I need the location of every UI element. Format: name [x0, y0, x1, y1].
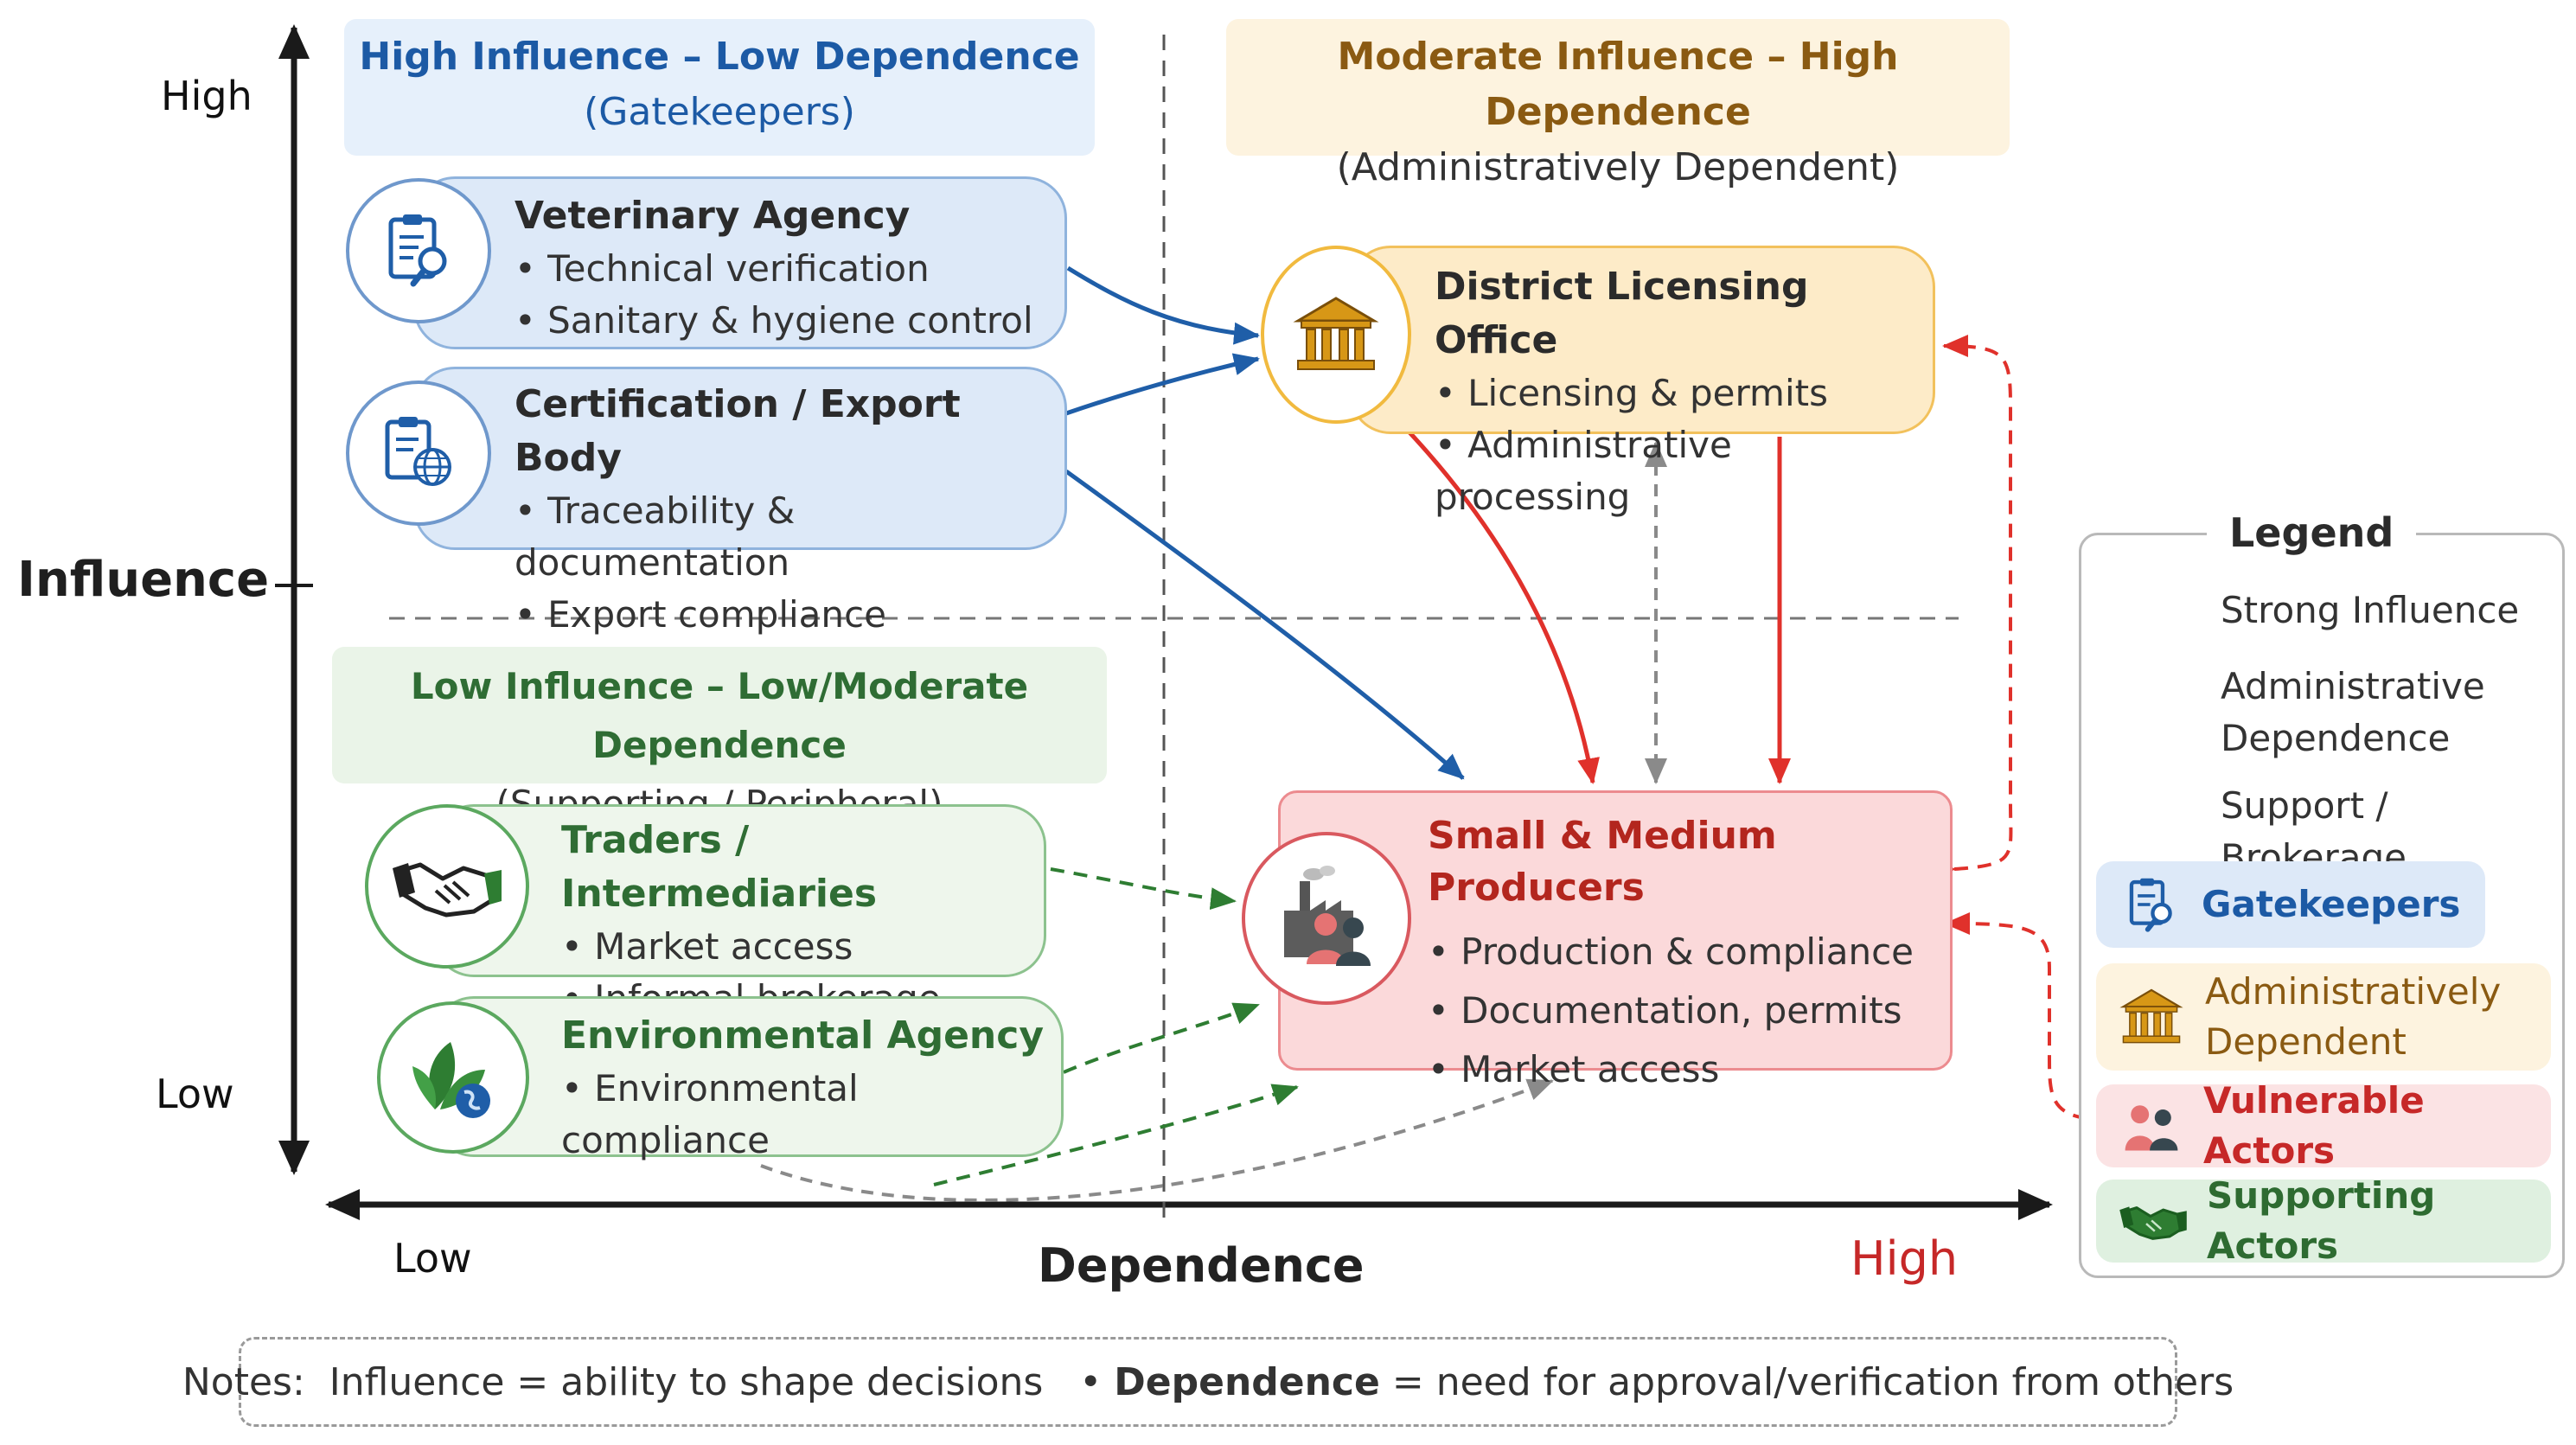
quadrant-subtitle: (Gatekeepers)	[584, 90, 855, 134]
actor-item: Traceability & documentation	[515, 485, 1064, 589]
notes-prefix: Notes: Influence = ability to shape deci…	[182, 1359, 1115, 1404]
quadrant-subtitle: (Administratively Dependent)	[1336, 145, 1900, 189]
actor-card-veterinary: Veterinary Agency Technical verification…	[413, 176, 1067, 349]
actor-title: Veterinary Agency	[515, 194, 911, 238]
legend-admin-dependent-label-1: Administratively	[2205, 970, 2502, 1013]
x-axis-high-label: High	[1851, 1231, 1959, 1286]
clipboard-magnifier-icon	[2120, 873, 2183, 936]
x-axis-low-label: Low	[393, 1235, 472, 1282]
quadrant-header-support: Low Influence – Low/Moderate Dependence …	[332, 647, 1107, 825]
actor-item: Export compliance	[515, 589, 1064, 641]
legend-supporting: Supporting Actors	[2096, 1174, 2551, 1267]
leaves-globe-icon	[377, 1001, 529, 1154]
legend-admin-label-2: Dependence	[2221, 717, 2451, 759]
x-axis-title: Dependence	[1038, 1238, 1365, 1293]
legend-supporting-label: Supporting Actors	[2207, 1174, 2436, 1267]
actor-title: Certification / Export Body	[515, 382, 961, 480]
actor-item: Documentation, permits	[1428, 981, 1950, 1040]
quadrant-header-gatekeepers: High Influence – Low Dependence (Gatekee…	[344, 19, 1095, 156]
factory-people-icon	[1242, 832, 1411, 1005]
arrow-veterinary-to-licensing	[1066, 265, 1260, 345]
arrow-producers-licensing-loop	[1929, 335, 2013, 882]
arrow-environmental-to-producers-grey	[760, 1078, 1554, 1202]
legend-admin-label-1: Administrative	[2221, 665, 2485, 707]
actor-title: Environmental Agency	[561, 1013, 1045, 1058]
notes-bold: Dependence	[1114, 1359, 1380, 1404]
actor-item: Production & compliance	[1428, 923, 1950, 981]
actor-card-licensing: District Licensing Office Licensing & pe…	[1349, 246, 1935, 518]
quadrant-title: Low Influence – Low/Moderate Dependence	[410, 665, 1029, 766]
notes-suffix: = need for approval/verification from ot…	[1379, 1359, 2234, 1404]
arrow-certification-to-producers	[1064, 469, 1465, 780]
arrow-environmental-to-producers	[1063, 1002, 1260, 1074]
government-building-icon	[1261, 246, 1411, 424]
actor-item: Licensing & permits	[1435, 368, 1933, 419]
actor-item: Administrative processing	[1435, 419, 1933, 523]
handshake-icon	[365, 804, 529, 969]
quadrant-title: High Influence – Low Dependence	[359, 35, 1080, 79]
actor-title: Small & Medium Producers	[1428, 814, 1777, 910]
actor-card-certification: Certification / Export Body Traceability…	[413, 367, 1067, 636]
arrow-traders-to-producers	[1050, 867, 1237, 911]
actor-title: District Licensing Office	[1435, 265, 1809, 362]
legend-vulnerable-label: Vulnerable Actors	[2203, 1079, 2425, 1172]
legend-support-label: Support / Brokerage	[2221, 784, 2407, 879]
quadrant-title: Moderate Influence – High Dependence	[1337, 35, 1899, 134]
actor-item: Market access	[1428, 1040, 1950, 1099]
legend-admin-dependent: Administratively Dependent	[2096, 963, 2551, 1071]
government-building-icon	[2117, 985, 2186, 1049]
clipboard-globe-icon	[346, 380, 491, 526]
actor-item: Sanitary & hygiene control	[515, 295, 1064, 347]
legend-gatekeepers: Gatekeepers	[2096, 861, 2485, 948]
legend-title: Legend	[2207, 507, 2417, 559]
actor-item: Market access	[561, 921, 1044, 973]
handshake-icon	[2119, 1197, 2188, 1245]
legend-admin-dependent-label-2: Dependent	[2205, 1020, 2407, 1063]
legend-vulnerable: Vulnerable Actors	[2096, 1079, 2551, 1172]
y-axis-low-label: Low	[156, 1071, 234, 1117]
y-axis-title: Influence	[17, 552, 270, 608]
legend-gatekeepers-label: Gatekeepers	[2202, 883, 2461, 925]
actor-item: Technical verification	[515, 243, 1064, 295]
y-axis-high-label: High	[161, 73, 252, 119]
actor-card-traders: Traders / Intermediaries Market access I…	[432, 804, 1046, 1020]
quadrant-header-admin: Moderate Influence – High Dependence (Ad…	[1226, 19, 2010, 189]
notes-box: Notes: Influence = ability to shape deci…	[182, 1337, 2234, 1427]
clipboard-magnifier-icon	[346, 178, 491, 323]
actor-title: Traders / Intermediaries	[561, 818, 878, 916]
legend-strong-label: Strong Influence	[2221, 589, 2520, 631]
people-icon	[2119, 1098, 2184, 1154]
actor-card-environmental: Environmental Agency Environmental compl…	[432, 996, 1064, 1161]
arrow-certification-to-licensing	[1065, 353, 1260, 416]
actor-item: Environmental compliance	[561, 1063, 1061, 1167]
arrow-vulnerable-to-producers	[1944, 912, 2111, 1122]
